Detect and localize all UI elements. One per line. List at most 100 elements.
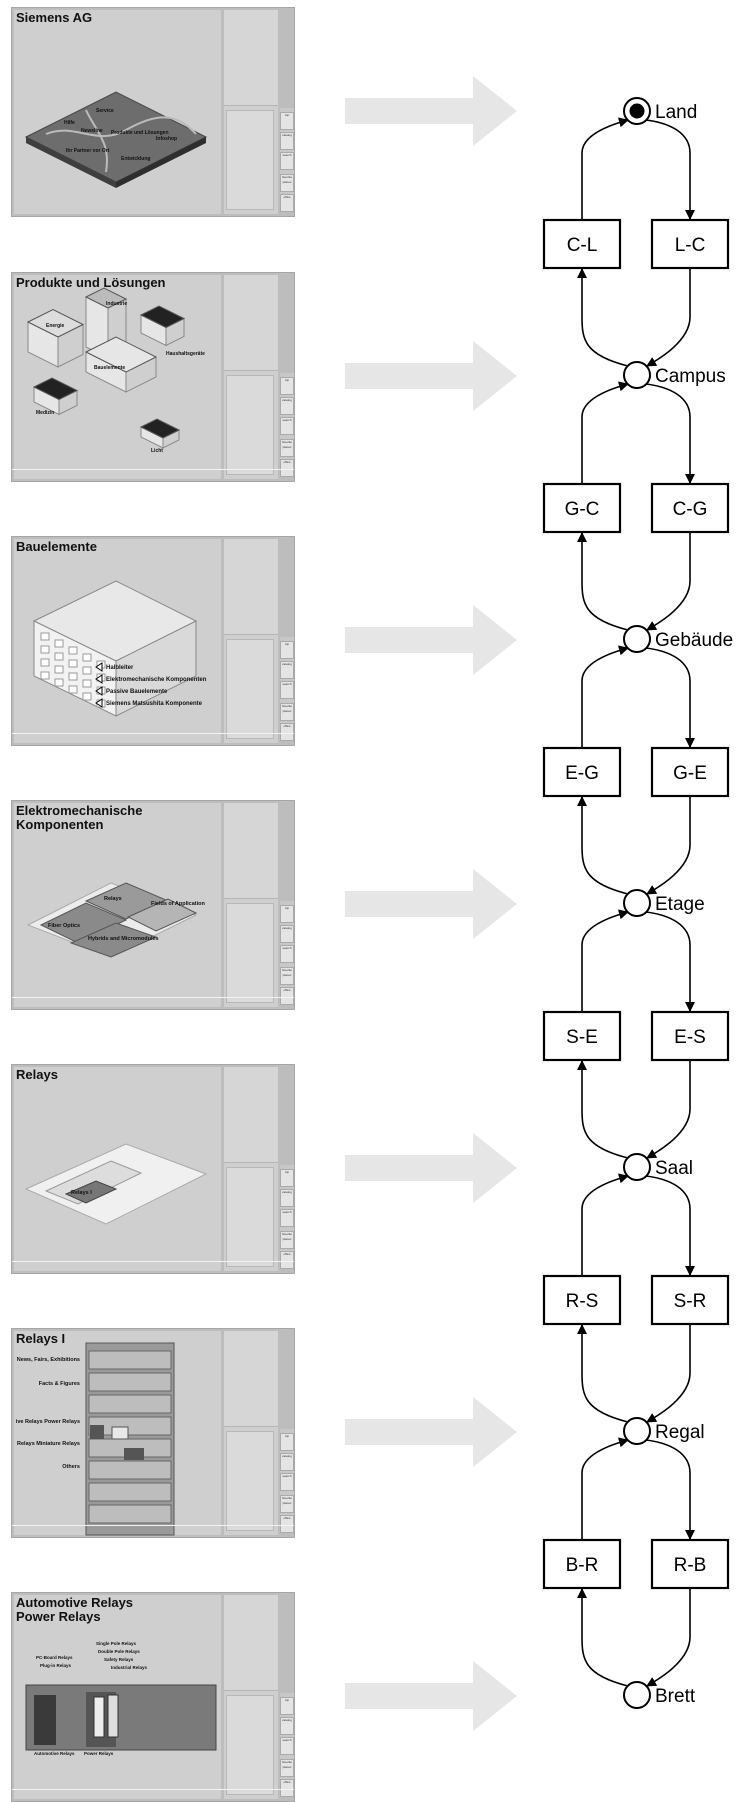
- sidebar-history-window[interactable]: [226, 375, 274, 475]
- scene-label[interactable]: Hybrids and Micromodules: [88, 936, 159, 942]
- sidebar-button-catalog[interactable]: catalog: [280, 661, 294, 679]
- sidebar-button-search[interactable]: search: [280, 1209, 294, 1227]
- scene-label[interactable]: Elektromechanische Komponenten: [106, 677, 207, 683]
- scene-label[interactable]: Infoshop: [156, 136, 177, 142]
- petri-arc: [581, 909, 629, 1012]
- scene-label[interactable]: Medizin: [36, 410, 54, 416]
- sidebar-top-area: [224, 803, 278, 899]
- transition-label: E-S: [674, 1027, 706, 1048]
- scene-label[interactable]: Newsline: [81, 128, 103, 134]
- sidebar-button-top[interactable]: top: [280, 112, 294, 130]
- scene-label[interactable]: Relays: [104, 896, 122, 902]
- scene-label[interactable]: Licht: [151, 448, 163, 454]
- sidebar-button-search[interactable]: search: [280, 1473, 294, 1491]
- scene-label[interactable]: Power Relays: [84, 1751, 114, 1756]
- scene-label[interactable]: Passive Bauelemente: [106, 689, 168, 695]
- sidebar-button-search[interactable]: search: [280, 417, 294, 435]
- panel-divider-line: [12, 469, 294, 470]
- place-label: Saal: [655, 1158, 693, 1179]
- scene-label[interactable]: Halbleiter: [106, 665, 134, 671]
- scene-label[interactable]: Entwicklung: [121, 156, 150, 162]
- petri-transition: G-C: [542, 482, 622, 534]
- sidebar-button-catalog[interactable]: catalog: [280, 397, 294, 415]
- petri-arc: [577, 1588, 629, 1687]
- scene-label[interactable]: Fields of Application: [151, 901, 206, 907]
- sidebar-history-window[interactable]: [226, 1695, 274, 1795]
- scene-label[interactable]: Single Pole Relays: [96, 1641, 137, 1646]
- sidebar-button-favorite-places[interactable]: favorite places: [280, 174, 294, 192]
- petri-arc: [577, 532, 629, 631]
- scene-label[interactable]: Produkte und Lösungen: [111, 130, 169, 136]
- sidebar-button-favorite-places[interactable]: favorite places: [280, 967, 294, 985]
- sidebar-history-window[interactable]: [226, 1167, 274, 1267]
- petri-arc: [645, 119, 695, 220]
- scene-label[interactable]: Industrie: [106, 301, 127, 307]
- scene-label[interactable]: Double Pole Relays: [98, 1649, 140, 1654]
- scene-label[interactable]: Fiber Optics: [48, 923, 80, 929]
- sidebar-button-catalog[interactable]: catalog: [280, 132, 294, 150]
- sidebar-button-catalog[interactable]: catalog: [280, 1453, 294, 1471]
- sidebar-button-search[interactable]: search: [280, 1737, 294, 1755]
- panel-sidebar: [224, 10, 278, 214]
- sidebar-button-office[interactable]: office: [280, 1515, 294, 1533]
- scene-label[interactable]: Energie: [46, 323, 65, 329]
- scene-label[interactable]: Automotive Relays: [34, 1751, 75, 1756]
- sidebar-history-window[interactable]: [226, 1431, 274, 1531]
- sidebar-button-top[interactable]: top: [280, 905, 294, 923]
- sidebar-button-office[interactable]: office: [280, 723, 294, 741]
- sidebar-button-top[interactable]: top: [280, 377, 294, 395]
- sidebar-history-window[interactable]: [226, 903, 274, 1003]
- sidebar-button-favorite-places[interactable]: favorite places: [280, 1759, 294, 1777]
- transition-label: E-G: [565, 763, 599, 784]
- scene-label[interactable]: PC-Board Relays: [36, 1655, 73, 1660]
- scene-label[interactable]: Hilfe: [64, 120, 75, 126]
- sidebar-button-favorite-places[interactable]: favorite places: [280, 703, 294, 721]
- petri-place: Gebäude: [623, 625, 733, 653]
- sidebar-button-favorite-places[interactable]: favorite places: [280, 439, 294, 457]
- scene-label[interactable]: Siemens Matsushita Komponente: [106, 701, 203, 707]
- sidebar-button-favorite-places[interactable]: favorite places: [280, 1495, 294, 1513]
- sidebar-history-window[interactable]: [226, 110, 274, 210]
- scene-label[interactable]: Others: [62, 1464, 80, 1470]
- scene-label[interactable]: Safety Relays: [104, 1657, 134, 1662]
- scene-label[interactable]: Facts & Figures: [39, 1381, 80, 1387]
- sidebar-button-catalog[interactable]: catalog: [280, 1189, 294, 1207]
- sidebar-button-column: top catalog search favorite places office: [280, 373, 294, 477]
- scene-label[interactable]: Ihr Partner vor Ort: [66, 148, 110, 154]
- sidebar-button-top[interactable]: top: [280, 641, 294, 659]
- scene-label[interactable]: Bauelemente: [94, 365, 125, 371]
- scene-label[interactable]: Service: [96, 108, 114, 114]
- sidebar-button-top[interactable]: top: [280, 1697, 294, 1715]
- sidebar-button-catalog[interactable]: catalog: [280, 1717, 294, 1735]
- scene-label[interactable]: Haushaltsgeräte: [166, 351, 205, 357]
- sidebar-button-office[interactable]: office: [280, 194, 294, 212]
- scene-label[interactable]: Plug-in Relays: [40, 1663, 72, 1668]
- petri-arc: [581, 117, 629, 220]
- scene-label[interactable]: Industrial Relays: [111, 1665, 148, 1670]
- sidebar-button-office[interactable]: office: [280, 987, 294, 1005]
- scene-label[interactable]: News, Fairs, Exhibitions: [17, 1357, 80, 1363]
- panel-title: Siemens AG: [16, 10, 93, 25]
- sidebar-button-office[interactable]: office: [280, 1251, 294, 1269]
- sidebar-history-window[interactable]: [226, 639, 274, 739]
- sidebar-button-search[interactable]: search: [280, 945, 294, 963]
- scene-label[interactable]: Small Relays Miniature Relays: [16, 1441, 80, 1447]
- petri-arc: [645, 911, 695, 1012]
- sidebar-top-area: [224, 1067, 278, 1163]
- petri-transition: L-C: [650, 218, 730, 270]
- scene-label[interactable]: Automotive Relays Power Relays: [16, 1419, 80, 1425]
- sidebar-button-favorite-places[interactable]: favorite places: [280, 1231, 294, 1249]
- sidebar-button-top[interactable]: top: [280, 1433, 294, 1451]
- sidebar-button-top[interactable]: top: [280, 1169, 294, 1187]
- scene-label[interactable]: Relays I: [71, 1190, 92, 1196]
- sidebar-button-office[interactable]: office: [280, 1779, 294, 1797]
- sidebar-button-search[interactable]: search: [280, 152, 294, 170]
- sidebar-top-area: [224, 1331, 278, 1427]
- sidebar-button-office[interactable]: office: [280, 459, 294, 477]
- sidebar-button-catalog[interactable]: catalog: [280, 925, 294, 943]
- sidebar-button-search[interactable]: search: [280, 681, 294, 699]
- petri-arc: [646, 1324, 691, 1423]
